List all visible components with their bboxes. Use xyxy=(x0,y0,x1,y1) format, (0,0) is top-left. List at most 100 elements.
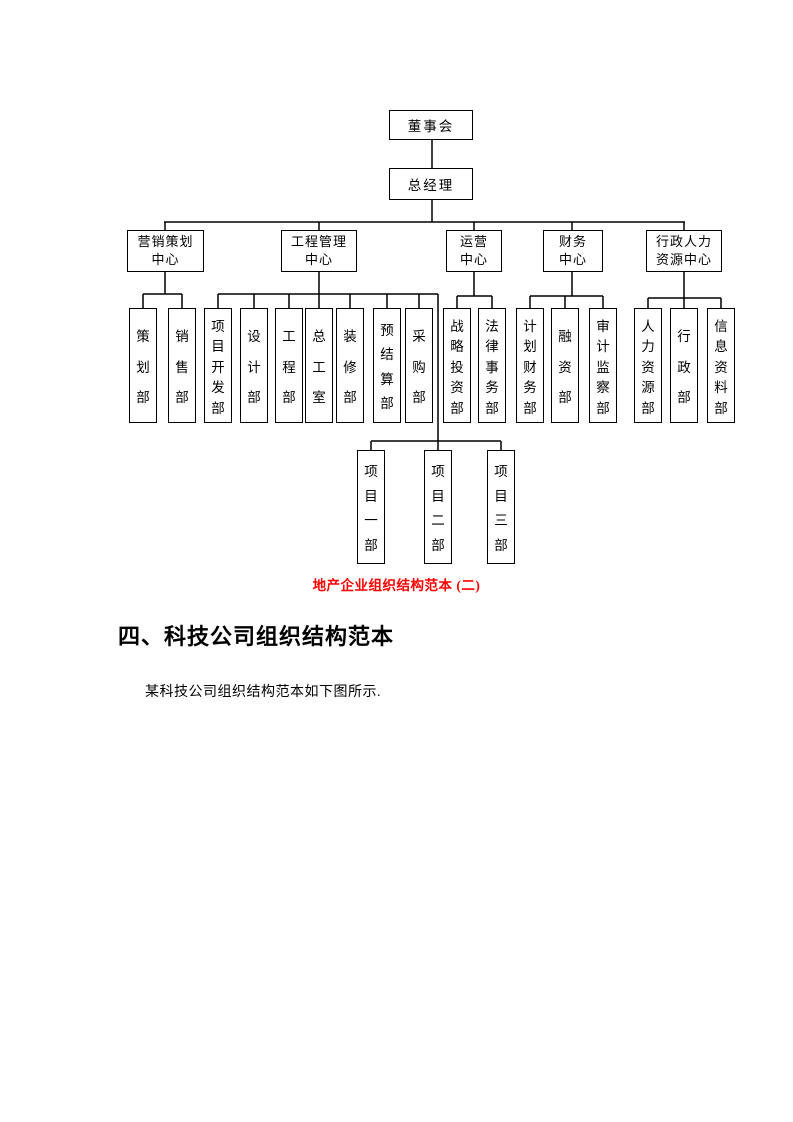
dept-box-chief-engineer-office: 总工室 xyxy=(305,308,333,423)
dept-char: 部 xyxy=(211,400,225,416)
dept-box-design: 设计部 xyxy=(240,308,268,423)
dept-box-planning-finance: 计划财务部 xyxy=(516,308,544,423)
dept-char: 财 xyxy=(523,359,537,375)
dept-char: 工 xyxy=(282,328,296,344)
dept-box-project-2: 项目二部 xyxy=(424,450,452,564)
dept-char: 察 xyxy=(596,380,610,395)
dept-box-legal-affairs: 法律事务部 xyxy=(478,308,506,423)
dept-char: 力 xyxy=(641,339,655,354)
dept-char: 行 xyxy=(677,328,691,344)
dept-char: 项 xyxy=(431,464,445,480)
dept-char: 投 xyxy=(450,359,464,375)
dept-char: 结 xyxy=(380,347,394,363)
dept-char: 装 xyxy=(343,328,357,344)
dept-char: 人 xyxy=(641,318,655,334)
dept-char: 部 xyxy=(485,400,499,416)
dept-box-strategic-investment: 战略投资部 xyxy=(443,308,471,423)
dept-char: 律 xyxy=(485,339,499,354)
center-label-line: 中心 xyxy=(459,252,488,267)
dept-char: 项 xyxy=(364,464,378,480)
connector-operations-children xyxy=(456,272,493,308)
dept-char: 策 xyxy=(136,328,150,344)
center-label-line: 中心 xyxy=(558,252,587,267)
dept-char: 部 xyxy=(714,400,728,416)
dept-char: 资 xyxy=(450,380,464,395)
dept-char: 目 xyxy=(431,488,445,504)
dept-box-project-1: 项目一部 xyxy=(357,450,385,564)
dept-char: 目 xyxy=(494,488,508,504)
dept-box-sales: 销售部 xyxy=(168,308,196,423)
center-box-admin-hr: 行政人力 资源中心 xyxy=(646,230,722,272)
dept-box-project-development: 项目开发部 xyxy=(204,308,232,423)
center-label-line: 中心 xyxy=(304,252,333,267)
dept-char: 计 xyxy=(523,318,537,334)
dept-char: 部 xyxy=(494,537,508,553)
dept-box-engineering: 工程部 xyxy=(275,308,303,423)
dept-char: 预 xyxy=(380,322,394,338)
dept-char: 战 xyxy=(450,318,464,334)
dept-char: 略 xyxy=(450,339,464,354)
dept-char: 法 xyxy=(485,318,499,334)
center-label-line: 营销策划 xyxy=(137,234,194,249)
dept-char: 部 xyxy=(412,390,426,406)
dept-char: 购 xyxy=(412,359,426,375)
dept-box-planning: 策划部 xyxy=(129,308,157,423)
connector-admin-hr-children xyxy=(647,272,722,308)
figure-caption: 地产企业组织结构范本 (二) xyxy=(312,578,481,593)
center-box-finance: 财务 中心 xyxy=(543,230,603,272)
org-box-general-manager: 总经理 xyxy=(389,168,473,200)
dept-char: 部 xyxy=(558,390,572,406)
dept-char: 部 xyxy=(282,390,296,406)
dept-box-procurement: 采购部 xyxy=(405,308,433,423)
dept-box-financing: 融资部 xyxy=(551,308,579,423)
center-label-line: 中心 xyxy=(151,252,180,267)
dept-char: 项 xyxy=(494,464,508,480)
dept-char: 资 xyxy=(558,359,572,375)
dept-char: 算 xyxy=(380,371,394,387)
center-box-operations: 运营 中心 xyxy=(446,230,502,272)
dept-char: 一 xyxy=(364,513,378,529)
dept-char: 融 xyxy=(558,328,572,344)
dept-char: 部 xyxy=(523,400,537,416)
dept-char: 部 xyxy=(641,400,655,416)
dept-char: 修 xyxy=(343,359,357,375)
dept-char: 划 xyxy=(136,359,150,375)
dept-char: 息 xyxy=(714,339,728,354)
section-heading: 四、科技公司组织结构范本 xyxy=(118,624,395,649)
connector-marketing-children xyxy=(142,272,183,308)
dept-box-administration: 行政部 xyxy=(670,308,698,423)
dept-char: 资 xyxy=(641,359,655,375)
dept-char: 采 xyxy=(412,328,426,344)
dept-char: 开 xyxy=(211,359,225,375)
dept-char: 部 xyxy=(247,390,261,406)
connector-gm-to-centers xyxy=(164,221,685,230)
dept-char: 二 xyxy=(431,513,445,529)
dept-char: 部 xyxy=(596,400,610,416)
dept-char: 源 xyxy=(641,380,655,395)
connector-project-departments xyxy=(370,440,502,450)
dept-char: 工 xyxy=(312,359,326,375)
dept-char: 发 xyxy=(211,380,225,395)
connector-finance-children xyxy=(529,272,604,308)
center-label-line: 工程管理 xyxy=(290,234,347,249)
dept-char: 政 xyxy=(677,359,691,375)
center-box-engineering-management: 工程管理 中心 xyxy=(281,230,357,272)
dept-char: 计 xyxy=(596,339,610,354)
org-box-board: 董事会 xyxy=(389,110,473,140)
center-box-marketing-planning: 营销策划 中心 xyxy=(127,230,204,272)
dept-char: 信 xyxy=(714,318,728,334)
dept-char: 部 xyxy=(364,537,378,553)
dept-char: 程 xyxy=(282,359,296,375)
center-label-line: 财务 xyxy=(558,234,587,249)
dept-char: 销 xyxy=(175,328,189,344)
center-label-line: 资源中心 xyxy=(655,252,712,267)
dept-char: 部 xyxy=(431,537,445,553)
dept-char: 部 xyxy=(380,396,394,412)
dept-char: 部 xyxy=(450,400,464,416)
dept-char: 项 xyxy=(211,318,225,334)
dept-box-budget-settlement: 预结算部 xyxy=(373,308,401,423)
dept-char: 审 xyxy=(596,318,610,334)
dept-char: 计 xyxy=(247,359,261,375)
